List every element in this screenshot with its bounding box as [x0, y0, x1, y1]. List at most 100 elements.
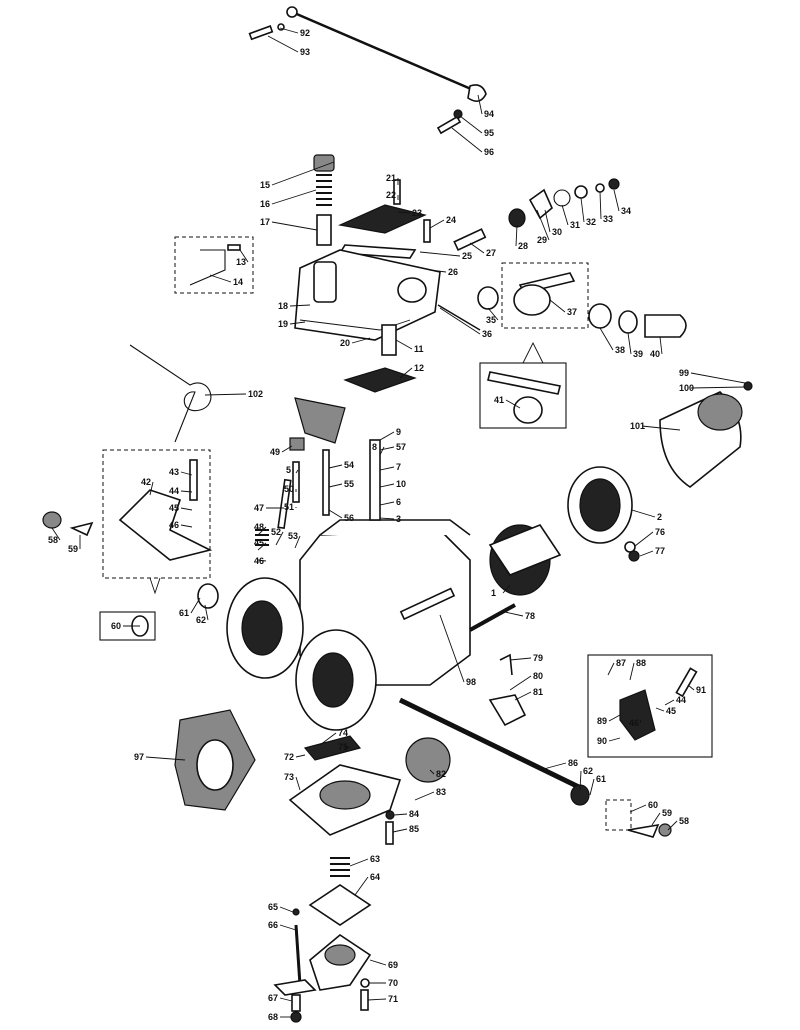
needle-5: [292, 461, 300, 503]
leader-line: [180, 507, 193, 511]
callout-label-100: 100: [679, 383, 694, 393]
jet-assembly: [369, 439, 381, 521]
callout-label-9: 9: [396, 427, 401, 437]
leader-line: [659, 336, 663, 355]
leader-line: [369, 959, 387, 966]
leader-line: [204, 393, 247, 396]
callout-label-36: 36: [482, 329, 492, 339]
leader-line: [505, 399, 521, 409]
callout-label-8: 8: [372, 442, 377, 452]
screw-24: [423, 219, 431, 243]
callout-label-57: 57: [396, 442, 406, 452]
callout-label-59: 59: [68, 544, 78, 554]
callout-label-76: 76: [655, 527, 665, 537]
leader-line: [599, 191, 602, 220]
leader-line: [328, 509, 343, 519]
leader-line: [690, 372, 746, 384]
leader-line: [664, 699, 675, 706]
callout-label-27: 27: [486, 248, 496, 258]
leader-line: [561, 204, 569, 226]
leader-line: [439, 614, 465, 683]
callout-label-31: 31: [570, 220, 580, 230]
leader-line: [279, 997, 293, 1002]
callout-label-2: 2: [657, 512, 662, 522]
leader-line: [395, 339, 413, 350]
leader-line: [51, 527, 61, 541]
callout-label-90: 90: [597, 736, 607, 746]
washer-32: [574, 185, 588, 199]
nut-58: [42, 511, 62, 529]
leader-line: [515, 224, 518, 247]
leader-line: [690, 386, 746, 389]
leader-line: [469, 242, 485, 254]
callout-label-21: 21: [386, 173, 396, 183]
leader-line: [641, 425, 681, 431]
leader-line: [239, 249, 249, 263]
callout-label-41: 41: [494, 395, 504, 405]
leader-line: [271, 189, 317, 205]
bush-38: [588, 303, 612, 329]
leader-line: [289, 321, 306, 325]
leader-line: [544, 209, 551, 233]
leader-line: [279, 906, 294, 913]
diaphragm-64: [308, 884, 372, 926]
callout-label-25: 25: [462, 251, 472, 261]
leader-line: [328, 464, 343, 469]
callout-label-83: 83: [436, 787, 446, 797]
callout-label-96: 96: [484, 147, 494, 157]
callout-label-60: 60: [111, 621, 121, 631]
leader-line: [599, 327, 614, 351]
leader-line: [281, 445, 293, 453]
boss: [397, 277, 427, 303]
detail-box-42: [102, 449, 211, 579]
callout-label-3: 3: [396, 514, 401, 524]
leader-line: [180, 524, 193, 528]
callout-label-10: 10: [396, 479, 406, 489]
leader-line: [399, 367, 413, 379]
callout-label-55: 55: [344, 479, 354, 489]
plug-49: [289, 437, 305, 451]
callout-label-6: 6: [396, 497, 401, 507]
callout-label-61: 61: [179, 608, 189, 618]
callout-label-23: 23: [412, 208, 422, 218]
detail-box-13: [174, 236, 254, 294]
callout-label-89: 89: [597, 716, 607, 726]
throttle-disc: [405, 737, 451, 783]
leader-line: [190, 597, 201, 614]
callout-label-99: 99: [679, 368, 689, 378]
leader-line: [149, 481, 154, 496]
leader-line: [379, 501, 395, 506]
screw-85: [385, 821, 394, 845]
callout-label-29: 29: [537, 235, 547, 245]
float: [294, 397, 346, 444]
lever-30: [528, 188, 553, 220]
callout-label-45: 45: [169, 503, 179, 513]
leader-line: [328, 483, 343, 488]
leader-line: [459, 115, 483, 134]
spring-31: [553, 189, 571, 207]
callout-label-46: 46: [169, 520, 179, 530]
leader-line: [289, 304, 311, 307]
bush-28: [508, 208, 526, 228]
leader-line: [414, 791, 435, 801]
callout-label-73: 73: [284, 772, 294, 782]
callout-label-28: 28: [518, 241, 528, 251]
leader-line: [295, 469, 299, 474]
callout-label-17: 17: [260, 217, 270, 227]
detail-box-60: [99, 611, 156, 641]
leader-line: [351, 337, 371, 344]
callout-label-51: 51: [284, 502, 294, 512]
leader-line: [429, 219, 445, 229]
washer-70: [360, 978, 370, 988]
callout-label-63: 63: [370, 854, 380, 864]
screw-47: [277, 478, 292, 530]
washer-33: [595, 183, 605, 193]
leader-line: [295, 754, 306, 758]
callout-label-39: 39: [633, 349, 643, 359]
callout-label-65: 65: [268, 902, 278, 912]
callout-label-18: 18: [278, 301, 288, 311]
leader-line: [549, 299, 566, 313]
leader-line: [393, 813, 408, 816]
